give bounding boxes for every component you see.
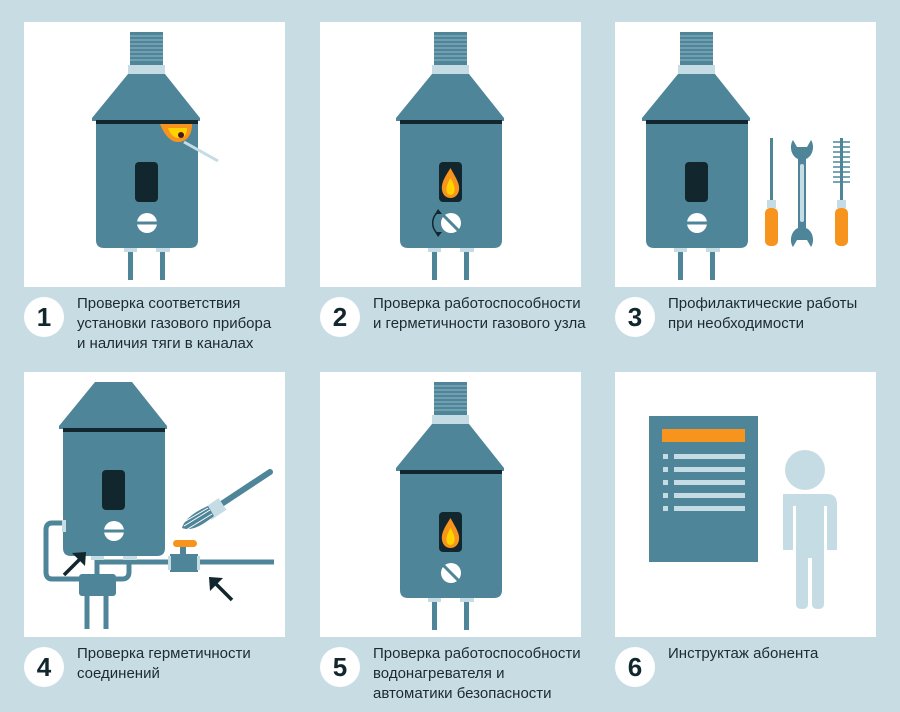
pipe-junction: [79, 574, 116, 596]
panel-heater-automation-check: [320, 372, 581, 637]
chimney: [431, 31, 470, 75]
arrow-icon: [62, 552, 86, 577]
step-number: 1: [24, 297, 64, 337]
screwdriver-icon: [765, 138, 778, 246]
arrow-icon: [209, 577, 234, 602]
heater-window: [685, 162, 708, 202]
step-text: Проверка работоспособности водонагревате…: [373, 645, 581, 702]
wrench-icon: [790, 140, 814, 247]
step-caption-4: 4 Проверка герметичности соединений: [24, 645, 297, 687]
step-caption-6: 6 Инструктаж абонента: [615, 645, 888, 687]
step-number: 3: [615, 297, 655, 337]
chimney: [431, 381, 470, 425]
step-caption-5: 5 Проверка работоспособности водонагрева…: [320, 645, 593, 704]
step-number: 4: [24, 647, 64, 687]
step-number: 2: [320, 297, 360, 337]
soap-brush-icon: [182, 469, 273, 531]
step-caption-2: 2 Проверка работоспособности и герметичн…: [320, 295, 593, 337]
step-caption-1: 1 Проверка соответствия установки газово…: [24, 295, 297, 354]
panel-draft-check: [24, 22, 285, 287]
lit-match-icon: [160, 124, 219, 163]
heater-window: [135, 162, 158, 202]
panel-gas-unit-check: [320, 22, 581, 287]
step-caption-3: 3 Профилактические работы при необходимо…: [615, 295, 888, 337]
instruction-document-icon: [649, 416, 758, 562]
step-number: 6: [615, 647, 655, 687]
panel-maintenance: [615, 22, 876, 287]
brush-icon: [833, 138, 850, 246]
step-number: 5: [320, 647, 360, 687]
chimney: [127, 31, 166, 75]
step-text: Проверка соответствия установки газового…: [77, 295, 272, 352]
chimney: [677, 31, 716, 75]
step-text: Проверка работоспособности и герметичнос…: [373, 295, 586, 332]
panel-connections-check: [24, 372, 285, 637]
panel-briefing: [615, 372, 876, 637]
person-icon: [783, 450, 837, 609]
step-text: Проверка герметичности соединений: [77, 645, 251, 682]
step-text: Инструктаж абонента: [668, 645, 819, 662]
gas-valve-icon: [168, 540, 200, 572]
heater-window: [102, 470, 125, 510]
step-text: Профилактические работы при необходимост…: [668, 295, 858, 332]
